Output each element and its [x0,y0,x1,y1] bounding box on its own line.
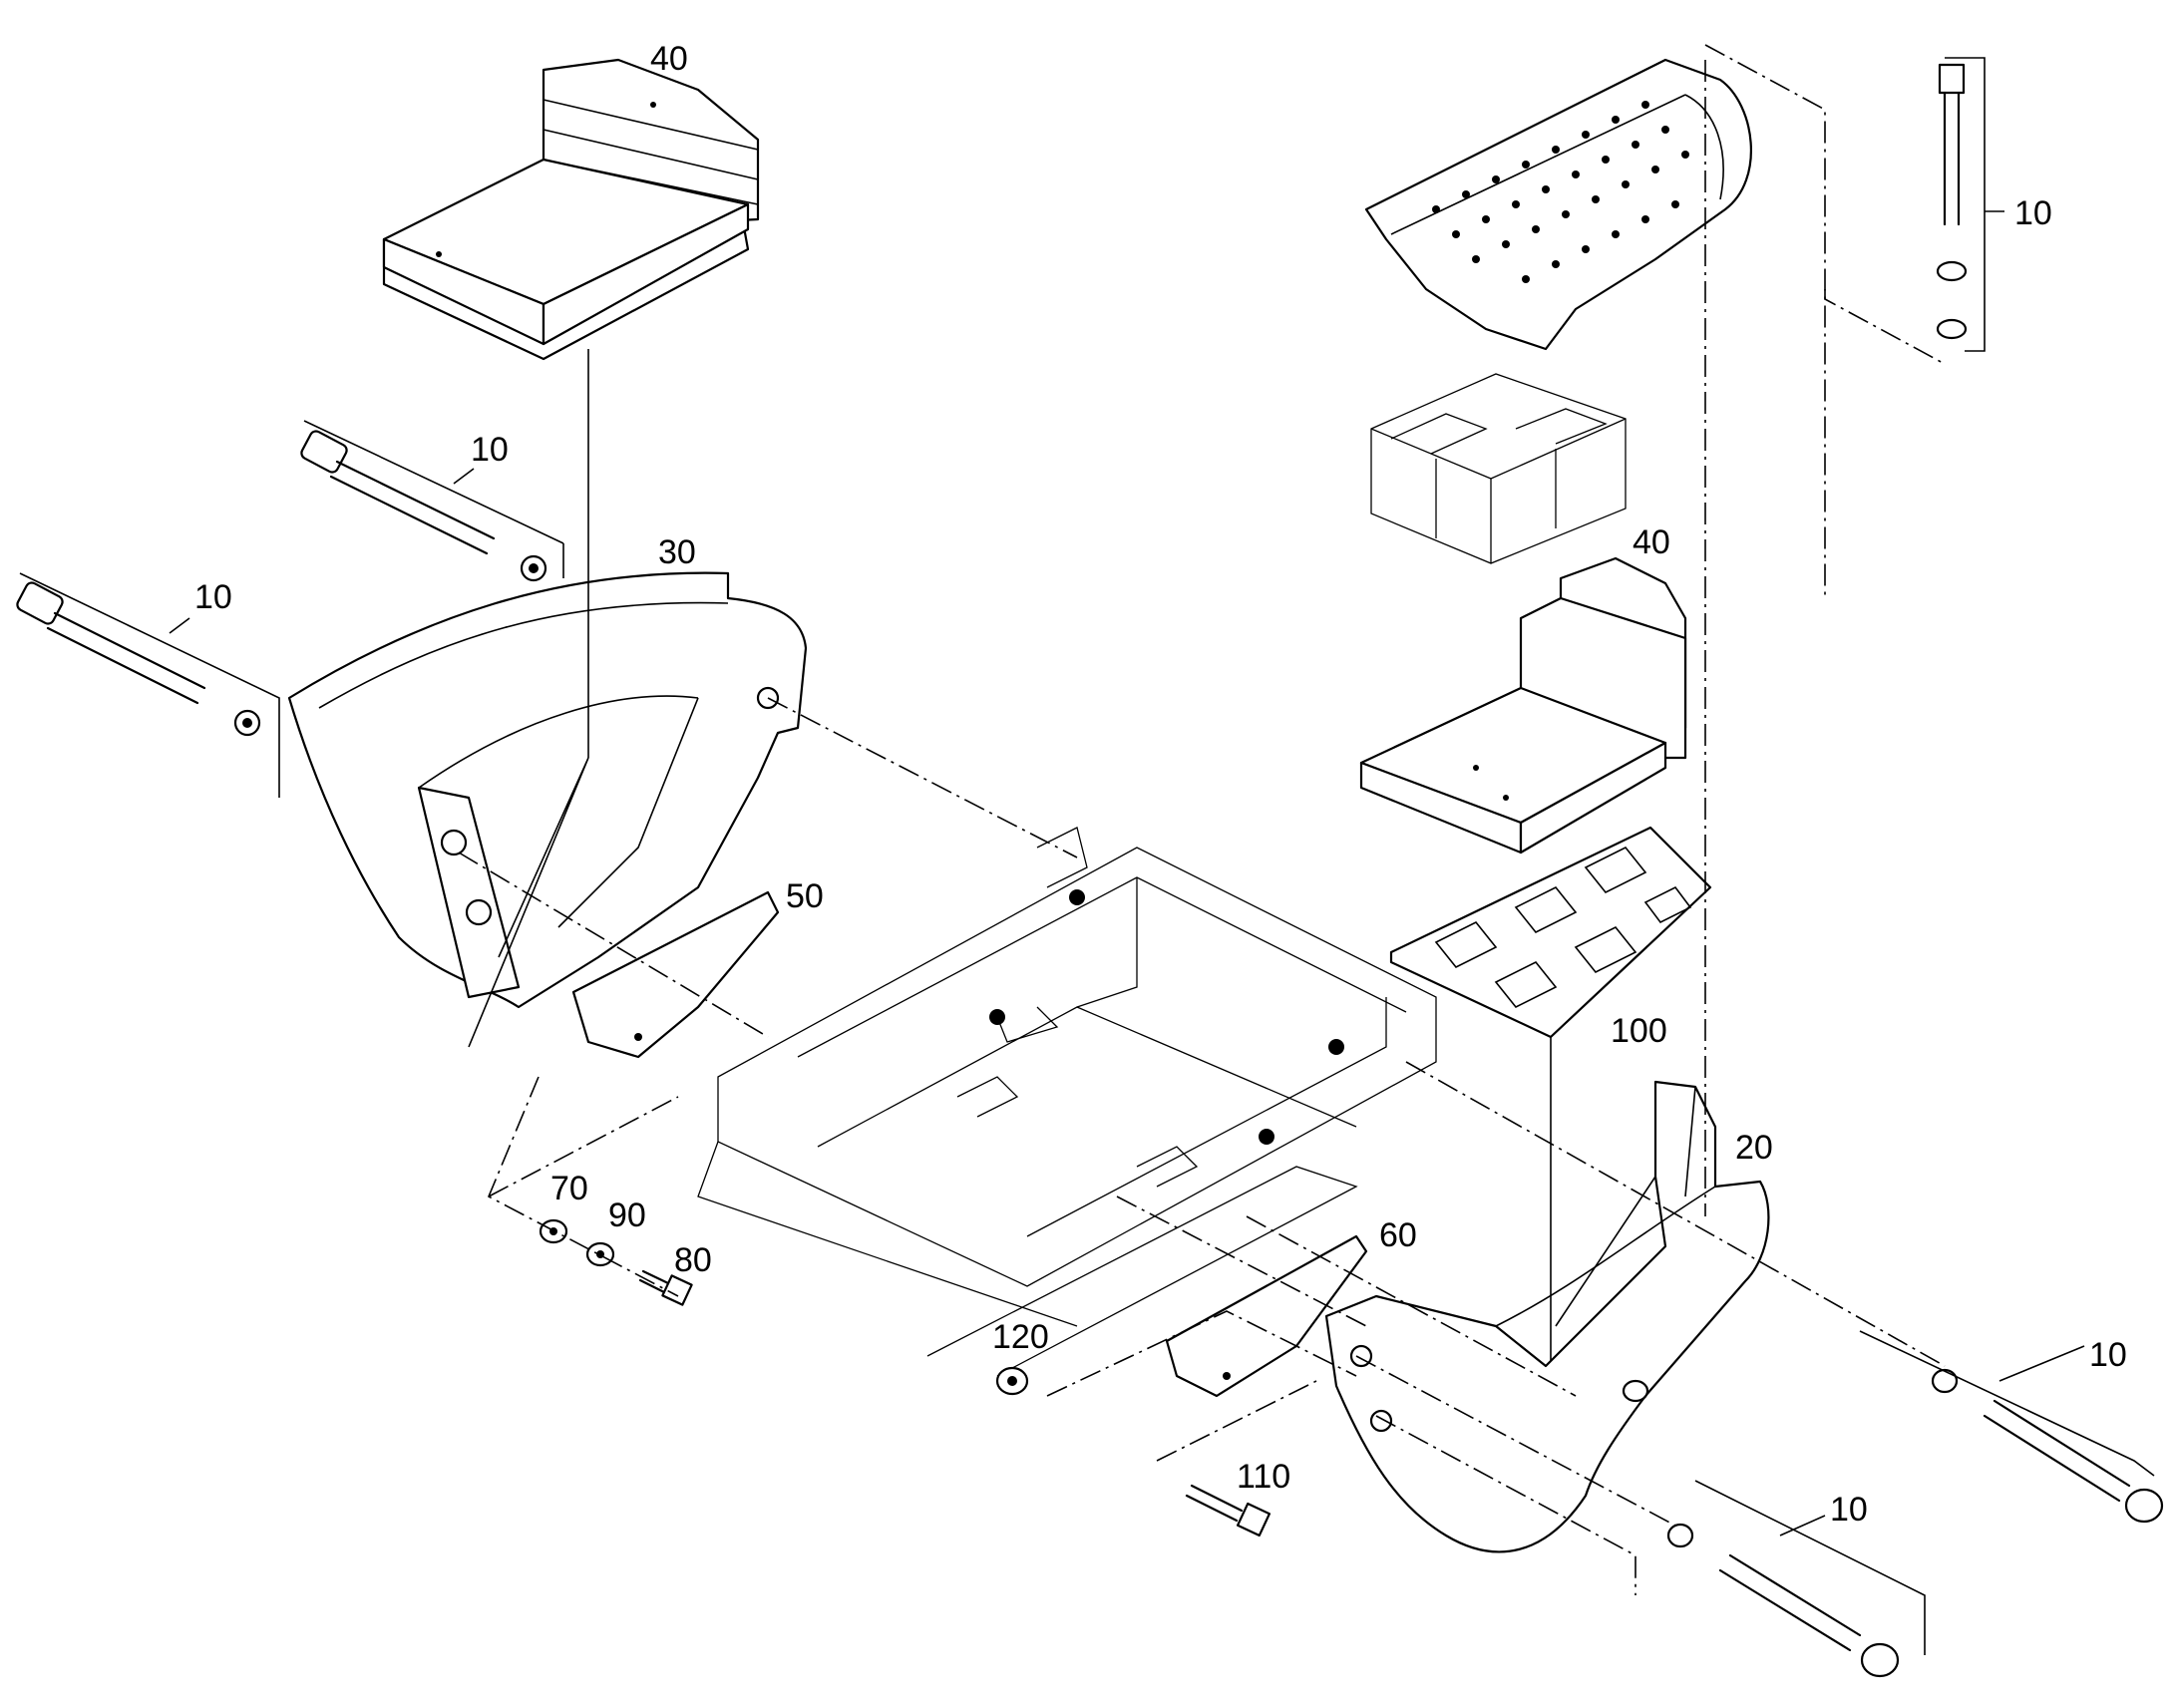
callout-brackets [19,57,2155,1655]
counterweight-stack-right [1359,556,1687,854]
callout-30: 30 [658,533,696,571]
callout-60: 60 [1379,1216,1417,1254]
callout-10-bottom-right-upper: 10 [2089,1336,2127,1374]
bolt-110 [1185,1484,1272,1537]
leader-lines [169,468,2085,1537]
bolt-left-upper [300,430,547,582]
callout-40-right: 40 [1633,523,1670,561]
counterweight-left-housing [287,571,808,1009]
bolt-bottom-right-lower [1666,1523,1900,1678]
callout-40-top: 40 [650,40,688,78]
nut-120 [995,1366,1029,1396]
plate-100 [1389,826,1712,1039]
callout-80: 80 [674,1241,712,1279]
bolt-left-lower [16,581,261,737]
bolt-bottom-right-upper [1931,1368,2164,1524]
callout-100: 100 [1611,1012,1667,1050]
callout-50: 50 [786,877,824,915]
washer-90 [585,1241,615,1267]
bolt-80 [638,1269,693,1306]
batteries [1370,373,1627,564]
center-frame [697,827,1437,1377]
counterweight-right-housing [1324,1080,1770,1553]
callout-10-top-right: 10 [2014,194,2052,232]
bracket-50 [571,890,780,1059]
callout-90: 90 [608,1196,646,1234]
callout-10-left-lower: 10 [194,578,232,616]
callout-10-bottom-right-lower: 10 [1830,1491,1868,1529]
callout-110: 110 [1237,1458,1290,1496]
battery-cover [1364,58,1752,351]
callout-10-left-upper: 10 [471,431,509,469]
callout-70: 70 [550,1170,588,1207]
counterweight-stack-top-left [382,58,760,361]
callout-120: 120 [992,1318,1049,1356]
callout-20: 20 [1735,1129,1773,1167]
bolt-top-right [1936,63,1968,340]
assembly-lines [458,44,1946,1595]
